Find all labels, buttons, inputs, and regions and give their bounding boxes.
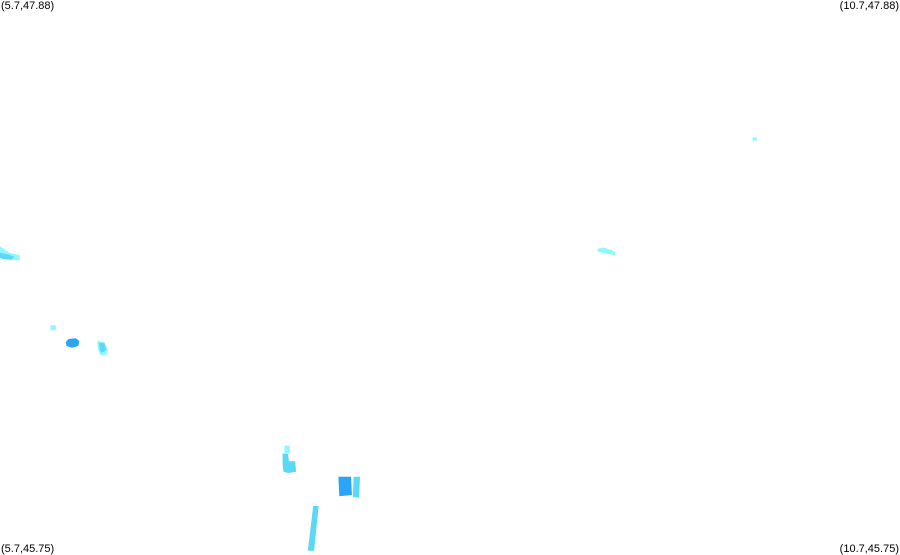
map-feature-patch-i bbox=[307, 505, 319, 551]
corner-label-top-left: (5.7,47.88) bbox=[1, 0, 55, 12]
map-feature-patch-f-core bbox=[99, 342, 107, 353]
corner-label-bottom-left: (5.7,45.75) bbox=[1, 543, 55, 555]
map-feature-patch-h-side bbox=[352, 476, 360, 498]
corner-label-bottom-right: (10.7,45.75) bbox=[839, 543, 899, 555]
map-feature-patch-h bbox=[338, 476, 352, 497]
features-layer bbox=[0, 137, 757, 551]
map-feature-patch-g-core bbox=[282, 453, 297, 473]
map-feature-patch-b bbox=[597, 247, 616, 256]
map-feature-patch-c-core bbox=[0, 252, 15, 260]
map-feature-patch-g bbox=[284, 445, 290, 454]
corner-label-top-right: (10.7,47.88) bbox=[839, 0, 899, 12]
map-feature-patch-e bbox=[65, 338, 80, 348]
map-feature-patch-d bbox=[50, 325, 56, 331]
map-feature-patch-a bbox=[752, 137, 757, 141]
